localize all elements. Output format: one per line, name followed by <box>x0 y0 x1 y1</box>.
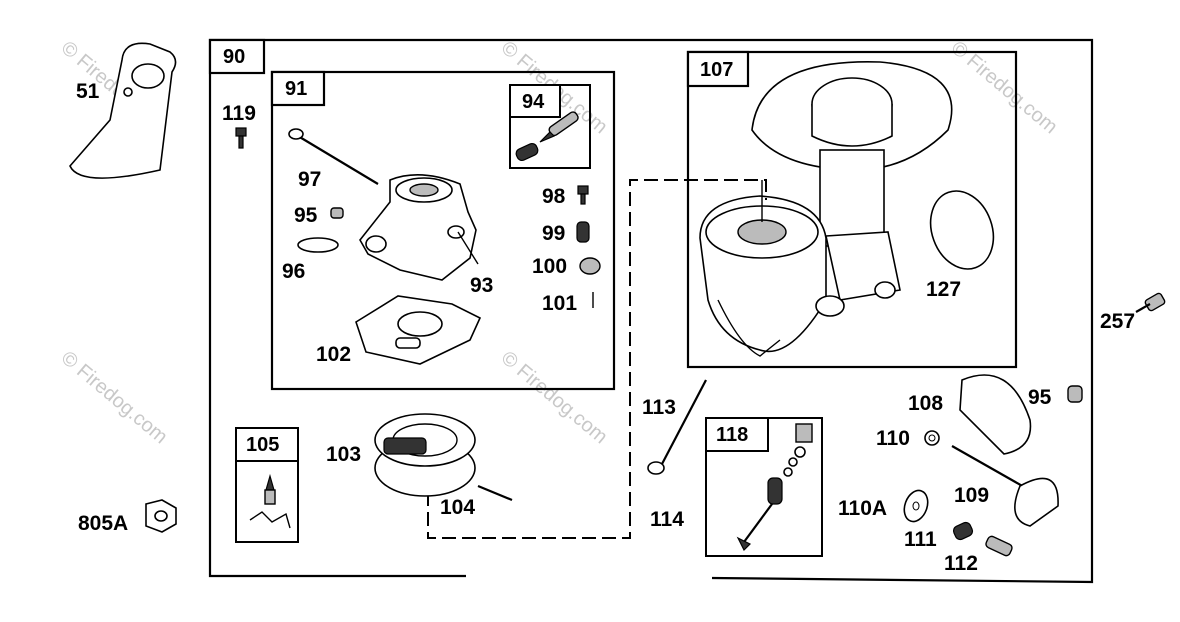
part-labels: 51 119 97 95 96 93 102 98 99 100 101 103… <box>76 80 1135 575</box>
box-label-94: 94 <box>522 91 545 113</box>
label-111: 111 <box>904 528 937 551</box>
label-127: 127 <box>926 278 961 301</box>
label-102: 102 <box>316 343 351 366</box>
gasket-127 <box>929 190 995 270</box>
spring-99 <box>576 221 590 243</box>
label-805a: 805A <box>78 512 128 535</box>
float-needle-tip <box>265 473 275 491</box>
screw-95b <box>1067 385 1083 403</box>
box-label-107: 107 <box>700 59 733 81</box>
label-104: 104 <box>440 496 475 519</box>
bolt-257 <box>1144 292 1166 312</box>
assembly-frame-90: 90 <box>208 38 1094 584</box>
float-clip <box>249 511 291 529</box>
label-99: 99 <box>542 222 565 245</box>
label-113: 113 <box>642 396 676 419</box>
throttle-shaft-97 <box>297 135 379 185</box>
label-108: 108 <box>908 392 943 415</box>
screw-98 <box>577 185 589 195</box>
screw-112 <box>985 535 1013 557</box>
label-119: 119 <box>222 102 256 125</box>
fitting-100 <box>579 257 601 275</box>
screw-95 <box>330 207 344 219</box>
box-label-frame <box>208 38 266 75</box>
assembly-box-91: 91 <box>270 70 616 391</box>
label-95: 95 <box>294 204 318 227</box>
tube-113 <box>661 379 707 465</box>
fuel-line <box>427 179 767 539</box>
label-101: 101 <box>542 292 577 315</box>
carburetor-91 <box>359 174 479 281</box>
label-257: 257 <box>1100 310 1135 333</box>
label-114: 114 <box>650 508 684 531</box>
label-109: 109 <box>954 484 989 507</box>
label-110: 110 <box>876 427 910 450</box>
spring-111 <box>952 521 974 541</box>
assembly-box-107: 107 <box>686 50 1018 369</box>
needle-tip <box>539 131 556 143</box>
label-51: 51 <box>76 80 100 103</box>
pin-104 <box>477 484 513 502</box>
label-97: 97 <box>298 168 321 191</box>
box-label-105: 105 <box>246 434 279 456</box>
float-103 <box>374 413 476 497</box>
assembly-box-94: 94 <box>509 84 591 169</box>
assembly-box-105: 105 <box>235 427 299 543</box>
label-93: 93 <box>470 274 493 297</box>
disc-96 <box>297 237 339 253</box>
spring <box>515 142 539 162</box>
washer-114 <box>647 461 665 475</box>
float-needle-body <box>264 489 276 505</box>
box-label-90: 90 <box>223 46 245 68</box>
label-112: 112 <box>944 552 978 575</box>
label-95b: 95 <box>1028 386 1052 409</box>
plate-108 <box>959 374 1032 455</box>
label-100: 100 <box>532 255 567 278</box>
watermark: © Firedog.com <box>497 347 612 448</box>
fitting <box>795 423 813 443</box>
label-98: 98 <box>542 185 566 208</box>
watermark: © Firedog.com <box>57 347 172 448</box>
box-label-91: 91 <box>285 78 307 100</box>
box-label-118: 118 <box>716 424 748 446</box>
spring-118 <box>767 477 783 505</box>
assembly-box-118: 118 <box>705 417 823 557</box>
pickup-tube <box>819 149 885 247</box>
label-96: 96 <box>282 260 305 283</box>
label-110a: 110A <box>838 497 887 520</box>
screw-119 <box>235 127 247 137</box>
label-103: 103 <box>326 443 361 466</box>
